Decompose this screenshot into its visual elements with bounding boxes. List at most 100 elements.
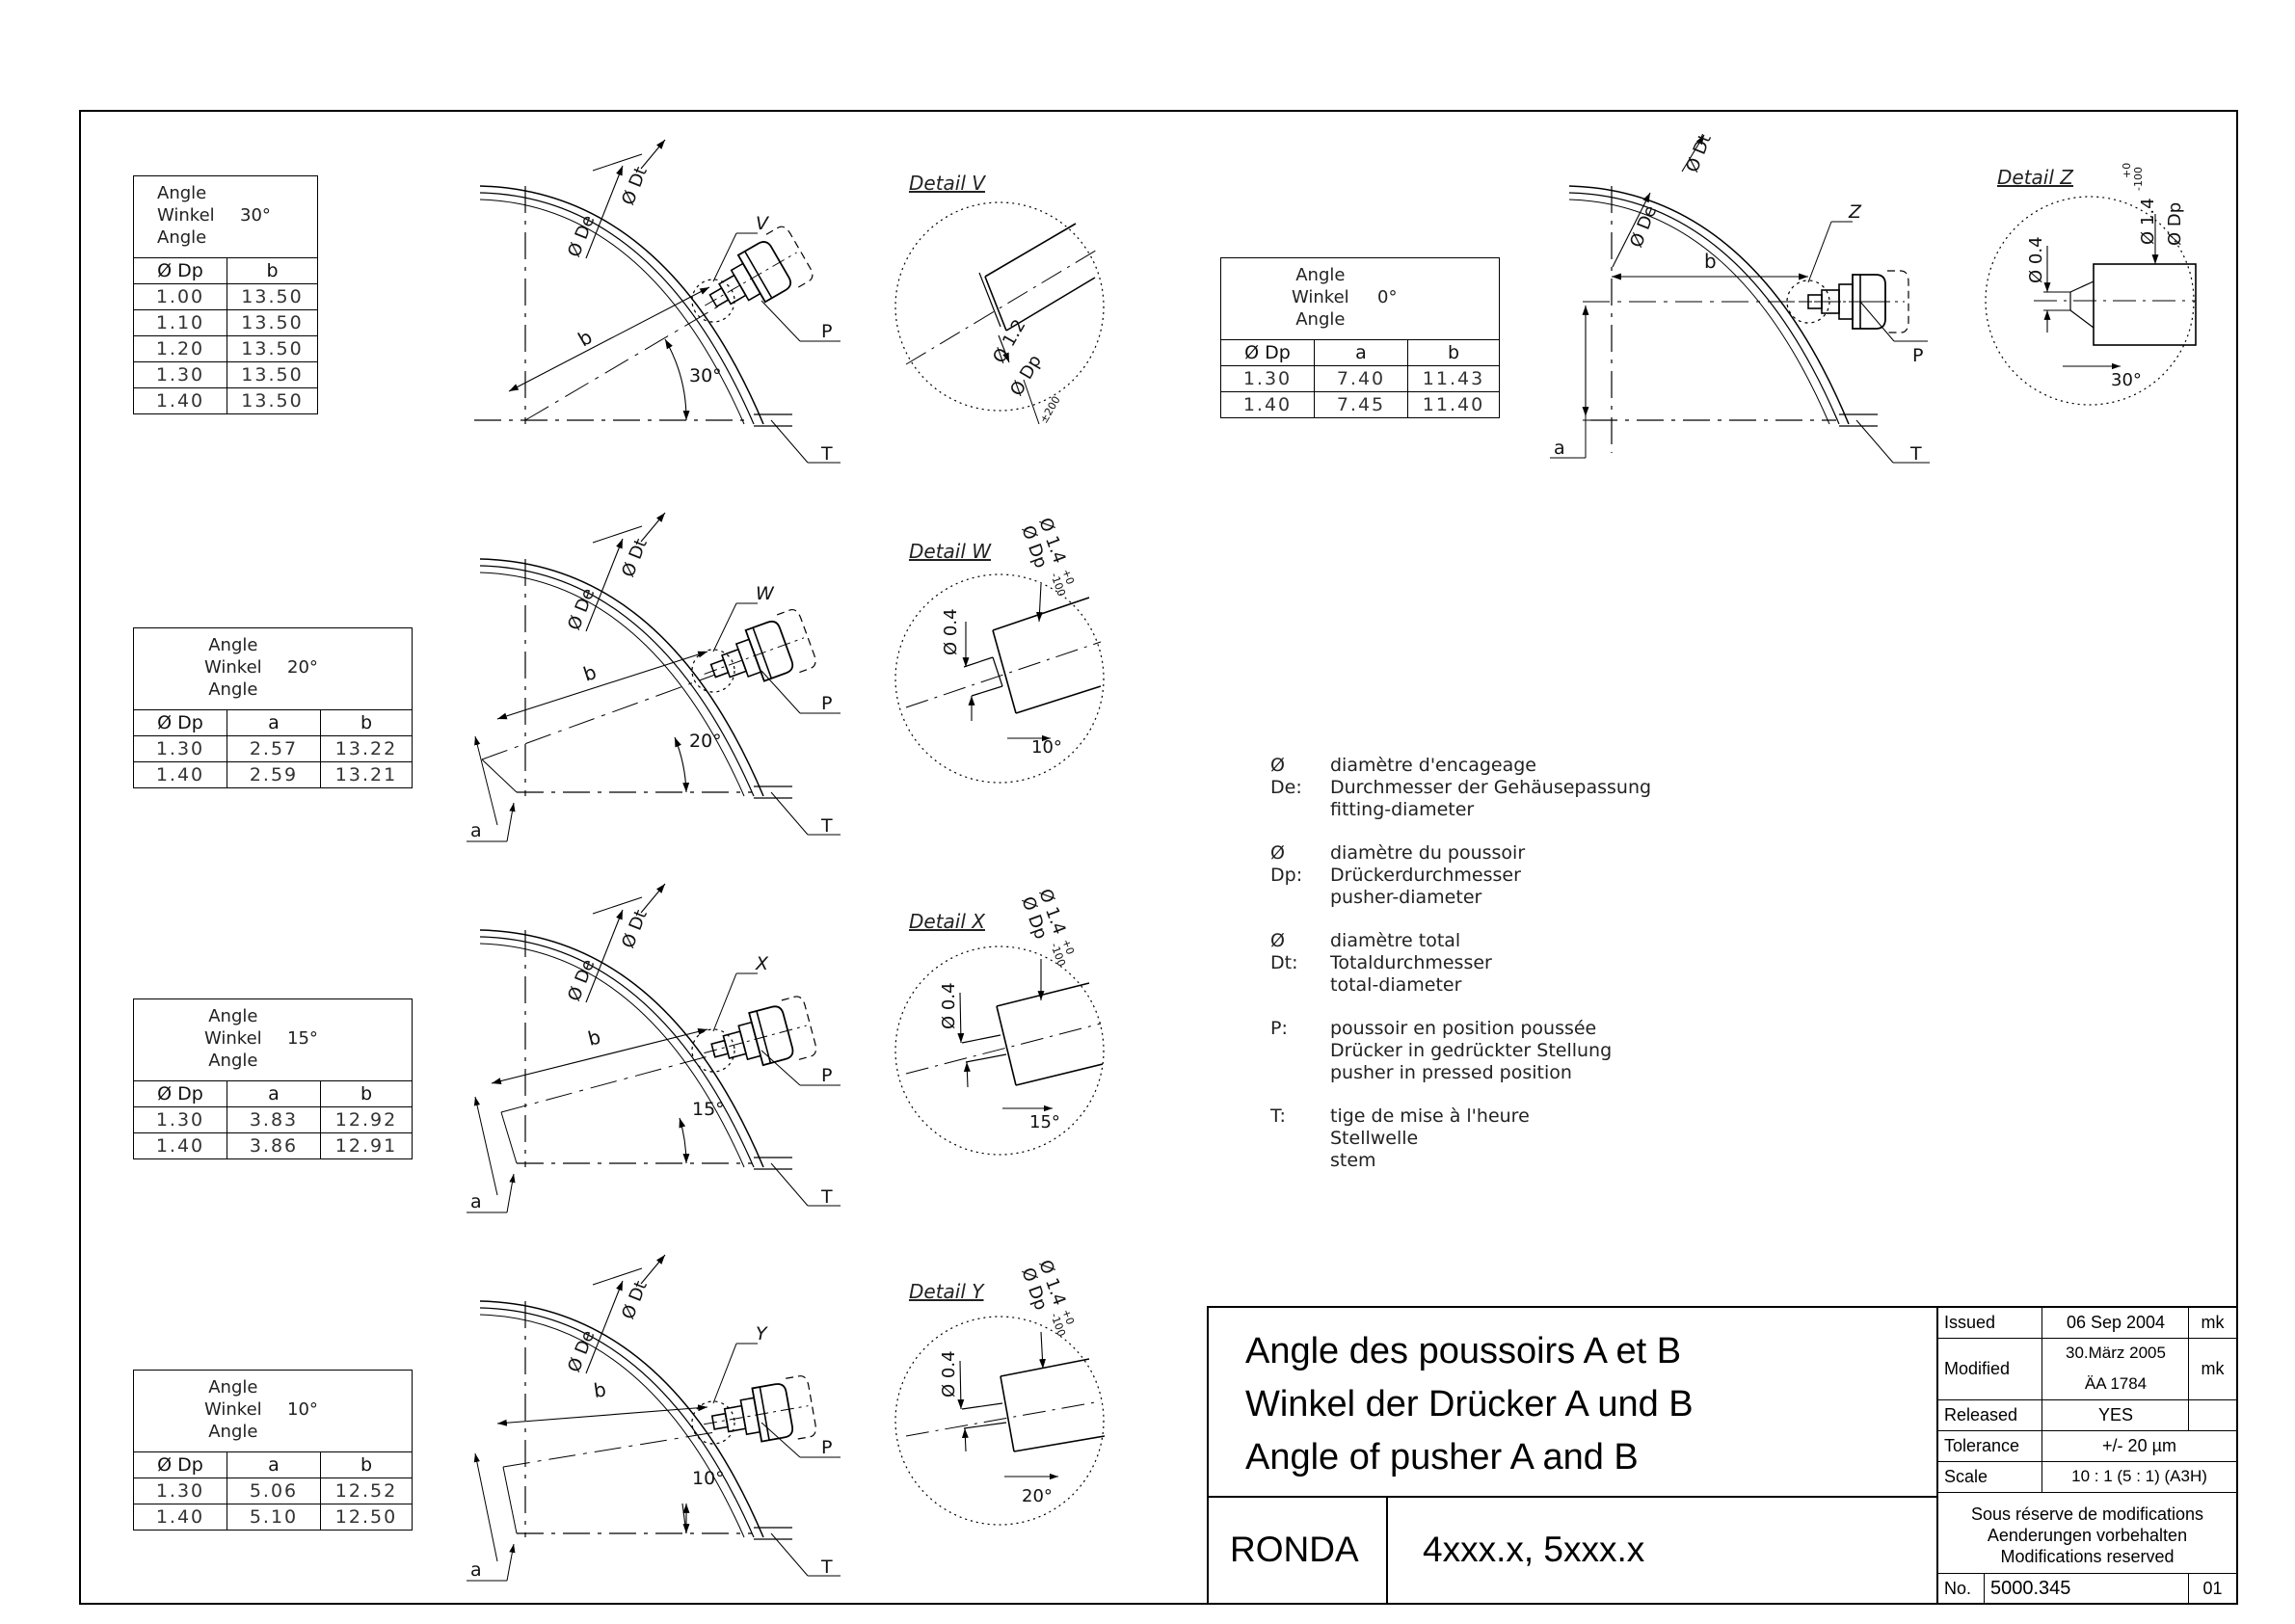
dim-dt: Ø Dt (1682, 131, 1716, 175)
table-cell: 11.40 (1407, 391, 1500, 418)
table-cell: 1.30 (133, 735, 227, 762)
table-cell: 5.10 (227, 1504, 321, 1531)
legend-key: P: (1270, 1018, 1288, 1039)
table-cell: 12.50 (320, 1504, 413, 1531)
drawing-title: Angle des poussoirs A et B Winkel der Dr… (1245, 1325, 1694, 1484)
drawing-frame (79, 110, 2238, 1605)
table-cell: 12.52 (320, 1478, 413, 1504)
dim-dt: Ø Dt (618, 164, 652, 208)
column-header: b (320, 1080, 413, 1107)
table-cell: 1.40 (133, 1504, 227, 1531)
detail-title: Detail X (909, 910, 985, 933)
column-header: Ø Dp (1220, 339, 1315, 366)
detail-angle: 20° (1022, 1486, 1053, 1506)
angle-value: 30° (240, 205, 271, 226)
view-angle-30: b 30° Ø De Ø Dt V P T (474, 139, 841, 465)
detail-angle: 15° (1029, 1112, 1060, 1132)
table-cell: 13.50 (227, 387, 318, 414)
table-cell: 13.50 (227, 283, 318, 310)
dim-d04: Ø 0.4 (2026, 236, 2046, 283)
dim-a: a (470, 1559, 482, 1581)
modified-by: mk (2201, 1358, 2225, 1378)
column-header: a (227, 1080, 321, 1107)
tolerance-plus: +0 (1059, 938, 1077, 957)
legend-line: total-diameter (1330, 974, 1462, 996)
released-label: Released (1944, 1404, 2018, 1424)
tolerance-minus: -100 (2132, 167, 2145, 191)
legend-line: Stellwelle (1330, 1128, 1419, 1149)
detail-title: Detail Y (909, 1280, 984, 1303)
issued-date: 06 Sep 2004 (2066, 1313, 2166, 1332)
tolerance-plus: +0 (1059, 568, 1077, 587)
angle-label: Angle (208, 679, 258, 700)
model-numbers: 4xxx.x, 5xxx.x (1423, 1530, 1645, 1569)
dim-b: b (592, 1377, 607, 1402)
legend-line: poussoir en position poussée (1330, 1018, 1597, 1039)
drawing-number-row: No. 5000.345 01 (1938, 1573, 2236, 1604)
issued-label: Issued (1944, 1313, 1996, 1332)
view-angle-20: b 20° a Ø De Ø Dt W P T (467, 512, 841, 842)
legend-line: diamètre d'encageage (1330, 755, 1537, 776)
winkel-label: Winkel (204, 1028, 262, 1049)
table-cell: 13.50 (227, 309, 318, 336)
dim-d04: Ø 0.4 (939, 982, 959, 1029)
tolerance-label: Tolerance (1944, 1435, 2020, 1455)
label-p: P (821, 693, 832, 714)
dim-dp: Ø Dp (2165, 202, 2185, 246)
table-cell: 1.10 (133, 309, 227, 336)
angle-value: 0° (1377, 287, 1398, 307)
scale-label: Scale (1944, 1466, 1988, 1486)
angle-label: Angle (1295, 309, 1346, 330)
table-cell: 13.22 (320, 735, 413, 762)
label-t: T (820, 443, 833, 465)
detail-marker: Z (1848, 201, 1862, 223)
detail-angle: 10° (1031, 737, 1062, 758)
dim-b: b (585, 1025, 602, 1050)
table-cell: 1.40 (1220, 391, 1315, 418)
legend-line: tige de mise à l'heure (1330, 1105, 1530, 1127)
modifications-notice: Sous réserve de modifications Aenderunge… (1970, 1504, 2204, 1566)
angle-label: Angle (1295, 265, 1346, 285)
table-cell: 13.21 (320, 761, 413, 788)
table-cell: 12.92 (320, 1106, 413, 1133)
label-p: P (821, 321, 832, 342)
angle-value: 10° (287, 1399, 318, 1420)
winkel-label: Winkel (204, 1399, 262, 1420)
table-cell: 3.86 (227, 1132, 321, 1159)
angle-label: Angle (157, 227, 207, 248)
title-en: Angle of pusher A and B (1245, 1437, 1639, 1478)
detail-title: Detail V (909, 172, 985, 195)
column-header: a (227, 1451, 321, 1478)
modified-row: Modified 30.März 2005 ÄA 1784 mk (1938, 1338, 2236, 1400)
detail-marker: W (756, 583, 775, 604)
dim-d14: Ø 1.4 (2138, 198, 2158, 245)
legend-key: Ø Dp: (1270, 842, 1303, 886)
legend-line: Totaldurchmesser (1330, 952, 1492, 973)
dim-dp: Ø Dp (1006, 352, 1046, 400)
revision: 01 (2202, 1579, 2223, 1598)
legend-key: T: (1270, 1105, 1286, 1127)
table-cell: 1.30 (1220, 365, 1315, 392)
angle-label: Angle (208, 1422, 258, 1442)
column-header: b (227, 257, 318, 284)
scale-value: 10 : 1 (5 : 1) (A3H) (2071, 1467, 2207, 1485)
dim-dt: Ø Dt (618, 907, 652, 951)
detail-z: Ø 0.4 Ø 1.4 Ø Dp +0 -100 30° (1985, 163, 2197, 406)
detail-marker: Y (756, 1323, 768, 1344)
table-cell: 1.40 (133, 761, 227, 788)
view-angle-0: b a Ø De Ø Dt Z P T (1550, 131, 1930, 465)
released-value: YES (2097, 1404, 2134, 1424)
dim-b: b (1704, 250, 1717, 273)
dim-d04: Ø 0.4 (939, 1350, 959, 1398)
title-de: Winkel der Drücker A und B (1245, 1384, 1694, 1424)
dim-a: a (1554, 438, 1565, 459)
angle-label: Angle (208, 635, 258, 655)
view-angle-10: b 10° a Ø De Ø Dt Y P T (467, 1254, 841, 1582)
title-fr: Angle des poussoirs A et B (1245, 1331, 1682, 1371)
legend-key: Ø De: (1270, 755, 1302, 798)
legend-line: pusher in pressed position (1330, 1062, 1572, 1083)
table-cell: 2.59 (227, 761, 321, 788)
detail-angle: 30° (2111, 370, 2142, 390)
